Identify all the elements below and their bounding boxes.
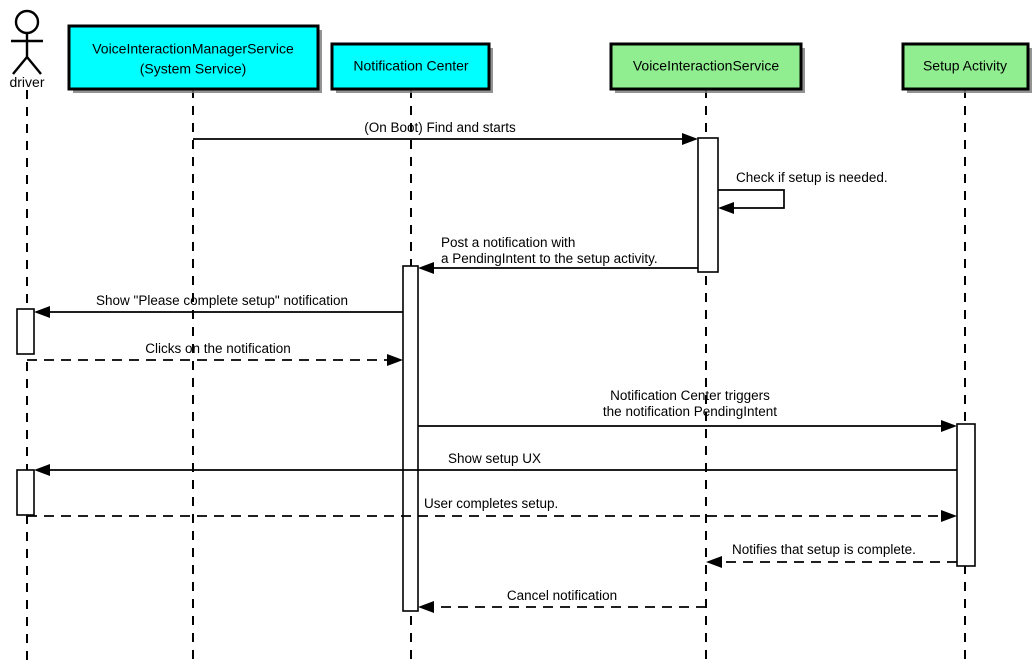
- message-8-arrowhead: [941, 510, 957, 522]
- actor-driver[interactable]: driver: [9, 9, 45, 90]
- message-show-please-complete-setup-notification[interactable]: Show "Please complete setup" notificatio…: [34, 293, 403, 318]
- activation-bar-voiceinteractionservice: [697, 137, 719, 273]
- participant-box-voiceinteractionservice[interactable]: VoiceInteractionService: [609, 42, 805, 93]
- actor-leg-left-icon: [12, 56, 28, 75]
- activation-bar-notification-center: [402, 265, 419, 612]
- message-clicks-on-the-notification[interactable]: Clicks on the notification: [27, 341, 403, 366]
- message-3-label-line1: Post a notification with: [441, 235, 575, 250]
- message-9-label: Notifies that setup is complete.: [732, 542, 916, 557]
- message-8-label: User completes setup.: [424, 496, 558, 511]
- participant-box-voiceinteractionservice-rect[interactable]: [609, 42, 803, 91]
- participant-box-vims-label-line1: VoiceInteractionManagerService: [92, 41, 294, 57]
- message-show-setup-ux[interactable]: Show setup UX: [34, 451, 957, 476]
- activation-bar-driver-1: [16, 308, 35, 355]
- participant-box-notification-center[interactable]: Notification Center: [330, 42, 493, 93]
- message-2-label: Check if setup is needed.: [736, 170, 888, 185]
- message-10-label: Cancel notification: [507, 588, 617, 603]
- message-cancel-notification[interactable]: Cancel notification: [418, 588, 706, 613]
- message-3-arrowhead: [418, 262, 434, 274]
- message-7-label: Show setup UX: [448, 451, 541, 466]
- message-5-arrowhead: [387, 354, 403, 366]
- message-on-boot-find-and-starts[interactable]: (On Boot) Find and starts: [193, 120, 698, 145]
- participant-box-notification-center-rect[interactable]: [330, 42, 491, 91]
- actor-head-icon: [14, 9, 40, 35]
- message-2-line: [718, 189, 785, 209]
- participant-box-vims-label-line2: (System Service): [140, 61, 247, 77]
- participant-box-setup-activity-label: Setup Activity: [923, 58, 1007, 74]
- message-notification-center-triggers-pendingintent[interactable]: Notification Center triggers the notific…: [418, 388, 957, 432]
- message-10-arrowhead: [418, 601, 434, 613]
- message-4-label: Show "Please complete setup" notificatio…: [96, 293, 348, 308]
- participant-box-setup-activity[interactable]: Setup Activity: [901, 42, 1032, 93]
- actor-leg-right-icon: [26, 56, 42, 75]
- participant-box-vims[interactable]: VoiceInteractionManagerService (System S…: [67, 24, 322, 93]
- participant-box-setup-activity-rect[interactable]: [901, 42, 1030, 91]
- activation-bars-group: [16, 137, 976, 612]
- message-9-arrowhead: [706, 556, 722, 568]
- participant-box-voiceinteractionservice-label: VoiceInteractionService: [633, 58, 780, 74]
- message-2-arrowhead: [718, 202, 734, 214]
- message-7-arrowhead: [34, 464, 50, 476]
- message-4-arrowhead: [34, 306, 50, 318]
- message-5-label: Clicks on the notification: [145, 341, 291, 356]
- actor-driver-label: driver: [9, 74, 44, 90]
- activation-bar-setup-activity: [956, 423, 976, 567]
- message-6-label-line1: Notification Center triggers: [610, 388, 770, 403]
- message-post-a-notification[interactable]: Post a notification with a PendingIntent…: [418, 235, 698, 274]
- message-3-label-line2: a PendingIntent to the setup activity.: [441, 251, 658, 266]
- participant-box-notification-center-label: Notification Center: [353, 58, 469, 74]
- message-1-arrowhead: [682, 133, 698, 145]
- message-6-arrowhead: [941, 420, 957, 432]
- message-user-completes-setup[interactable]: User completes setup.: [27, 496, 957, 522]
- message-6-label-line2: the notification PendingIntent: [603, 404, 777, 419]
- message-notifies-that-setup-is-complete[interactable]: Notifies that setup is complete.: [706, 542, 957, 568]
- participant-box-vims-rect[interactable]: [67, 24, 320, 91]
- activation-bar-driver-2: [16, 469, 35, 516]
- message-1-label: (On Boot) Find and starts: [364, 120, 516, 135]
- message-check-if-setup-is-needed[interactable]: Check if setup is needed.: [718, 170, 888, 214]
